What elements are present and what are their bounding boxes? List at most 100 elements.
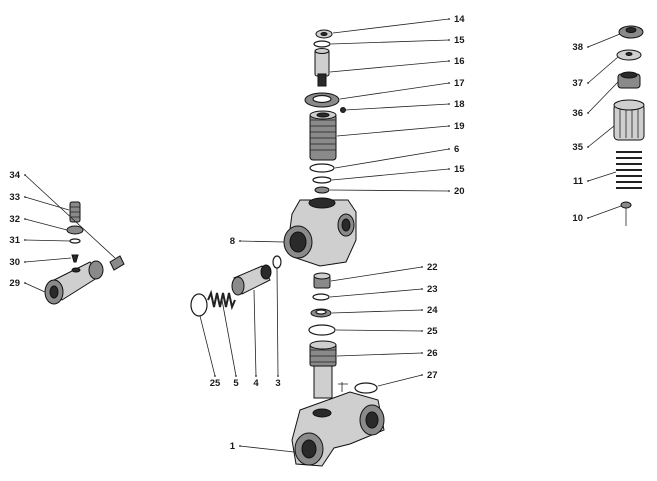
leader-line-c23 <box>329 288 423 298</box>
leader-dot-c29 <box>24 282 26 284</box>
callout-label-c29: 29 <box>9 278 20 289</box>
leader-line-c10 <box>587 205 622 219</box>
leader-line-c4 <box>253 289 257 377</box>
part-26-union <box>309 340 337 399</box>
callout-label-c15a: 15 <box>454 35 465 46</box>
leader-dot-c20 <box>448 190 450 192</box>
part-22-nipple <box>313 272 331 289</box>
leader-dot-c33 <box>24 196 26 198</box>
leader-dot-c30 <box>24 261 26 263</box>
leader-dot-c16 <box>448 60 450 62</box>
leader-dot-c37 <box>587 82 589 84</box>
leader-dot-c23 <box>421 288 423 290</box>
part-37-disc <box>616 49 642 61</box>
callout-label-c26: 26 <box>427 348 438 359</box>
leader-line-c19 <box>336 125 450 137</box>
callout-label-c25a: 25 <box>210 378 221 389</box>
callout-label-c6: 6 <box>454 144 459 155</box>
leader-line-c18 <box>344 103 450 111</box>
callout-label-c27: 27 <box>427 370 438 381</box>
callout-label-c5: 5 <box>233 378 239 389</box>
leader-dot-c22 <box>421 266 423 268</box>
leader-dot-c24 <box>421 309 423 311</box>
leader-dot-c15a <box>448 39 450 41</box>
callout-label-c1: 1 <box>230 441 236 452</box>
part-1-tee-fitting <box>291 391 385 467</box>
leader-dot-c4 <box>255 375 257 377</box>
leader-line-c33 <box>24 196 70 211</box>
leader-dot-c15b <box>448 168 450 170</box>
part-35-knob <box>613 99 645 141</box>
leader-line-c36 <box>587 81 619 114</box>
leader-line-c32 <box>24 218 68 231</box>
callout-label-c4: 4 <box>253 378 259 389</box>
leader-line-c15b <box>331 168 450 181</box>
leader-line-c31 <box>24 239 71 242</box>
leader-dot-c25b <box>421 330 423 332</box>
leader-line-c5 <box>221 299 237 377</box>
leader-dot-c8 <box>239 240 241 242</box>
part-38-cap <box>618 25 644 39</box>
leader-line-c20 <box>329 189 450 192</box>
leader-line-c38 <box>587 33 621 48</box>
leader-line-c16 <box>329 60 450 73</box>
part-17-ring-nut <box>304 92 340 108</box>
callout-label-c15b: 15 <box>454 164 465 175</box>
leader-dot-c1 <box>239 445 241 447</box>
leader-line-c22 <box>330 266 423 282</box>
leader-line-c34 <box>24 174 116 259</box>
leader-line-c14 <box>332 18 450 34</box>
leader-line-c27 <box>377 374 423 387</box>
leader-lines <box>24 18 622 453</box>
leader-line-c1 <box>239 445 295 453</box>
part-15-oring-top <box>313 40 331 48</box>
callout-label-c32: 32 <box>9 214 20 225</box>
part-24-washer <box>310 308 332 318</box>
callout-label-c18: 18 <box>454 99 465 110</box>
callout-label-c14: 14 <box>454 14 465 25</box>
callout-label-c11: 11 <box>573 176 584 187</box>
callout-label-c22: 22 <box>427 262 438 273</box>
leader-dot-c34 <box>24 174 26 176</box>
leader-line-c15a <box>330 39 450 45</box>
callout-label-c3: 3 <box>275 378 280 389</box>
part-20-seat <box>314 186 330 194</box>
leader-dot-c25a <box>214 375 216 377</box>
leader-line-c37 <box>587 56 619 84</box>
leader-line-c11 <box>587 171 617 182</box>
part-8-valve-body <box>283 197 357 267</box>
part-6-oring <box>309 163 335 173</box>
callout-label-c17: 17 <box>454 78 465 89</box>
callout-label-c8: 8 <box>230 236 235 247</box>
part-36-seat <box>617 71 641 89</box>
part-30-nozzle <box>71 254 79 263</box>
part-3-washer <box>272 255 282 269</box>
callout-label-c19: 19 <box>454 121 465 132</box>
part-23-oring <box>312 293 330 301</box>
leader-line-c30 <box>24 257 72 263</box>
part-18-ball <box>340 107 346 113</box>
part-34-plug <box>109 255 125 271</box>
part-11-spring <box>616 151 642 189</box>
leader-dot-c18 <box>448 103 450 105</box>
leader-line-c25a <box>199 315 216 377</box>
leader-dot-c36 <box>587 112 589 114</box>
part-25-oring-lower <box>308 324 336 336</box>
part-31-oring <box>69 238 81 244</box>
leader-line-c17 <box>339 82 450 100</box>
leader-dot-c19 <box>448 125 450 127</box>
part-27-gasket <box>338 382 378 394</box>
leader-dot-c6 <box>448 148 450 150</box>
callout-label-c37: 37 <box>572 78 583 89</box>
leader-dot-c32 <box>24 218 26 220</box>
leader-line-c24 <box>331 309 423 314</box>
callout-label-c31: 31 <box>9 235 20 246</box>
leader-dot-c31 <box>24 239 26 241</box>
leader-dot-c10 <box>587 217 589 219</box>
leader-dot-c17 <box>448 82 450 84</box>
leader-dot-c26 <box>421 352 423 354</box>
leader-dot-c11 <box>587 180 589 182</box>
part-4-piston <box>231 264 272 296</box>
callout-label-c34: 34 <box>9 170 20 181</box>
